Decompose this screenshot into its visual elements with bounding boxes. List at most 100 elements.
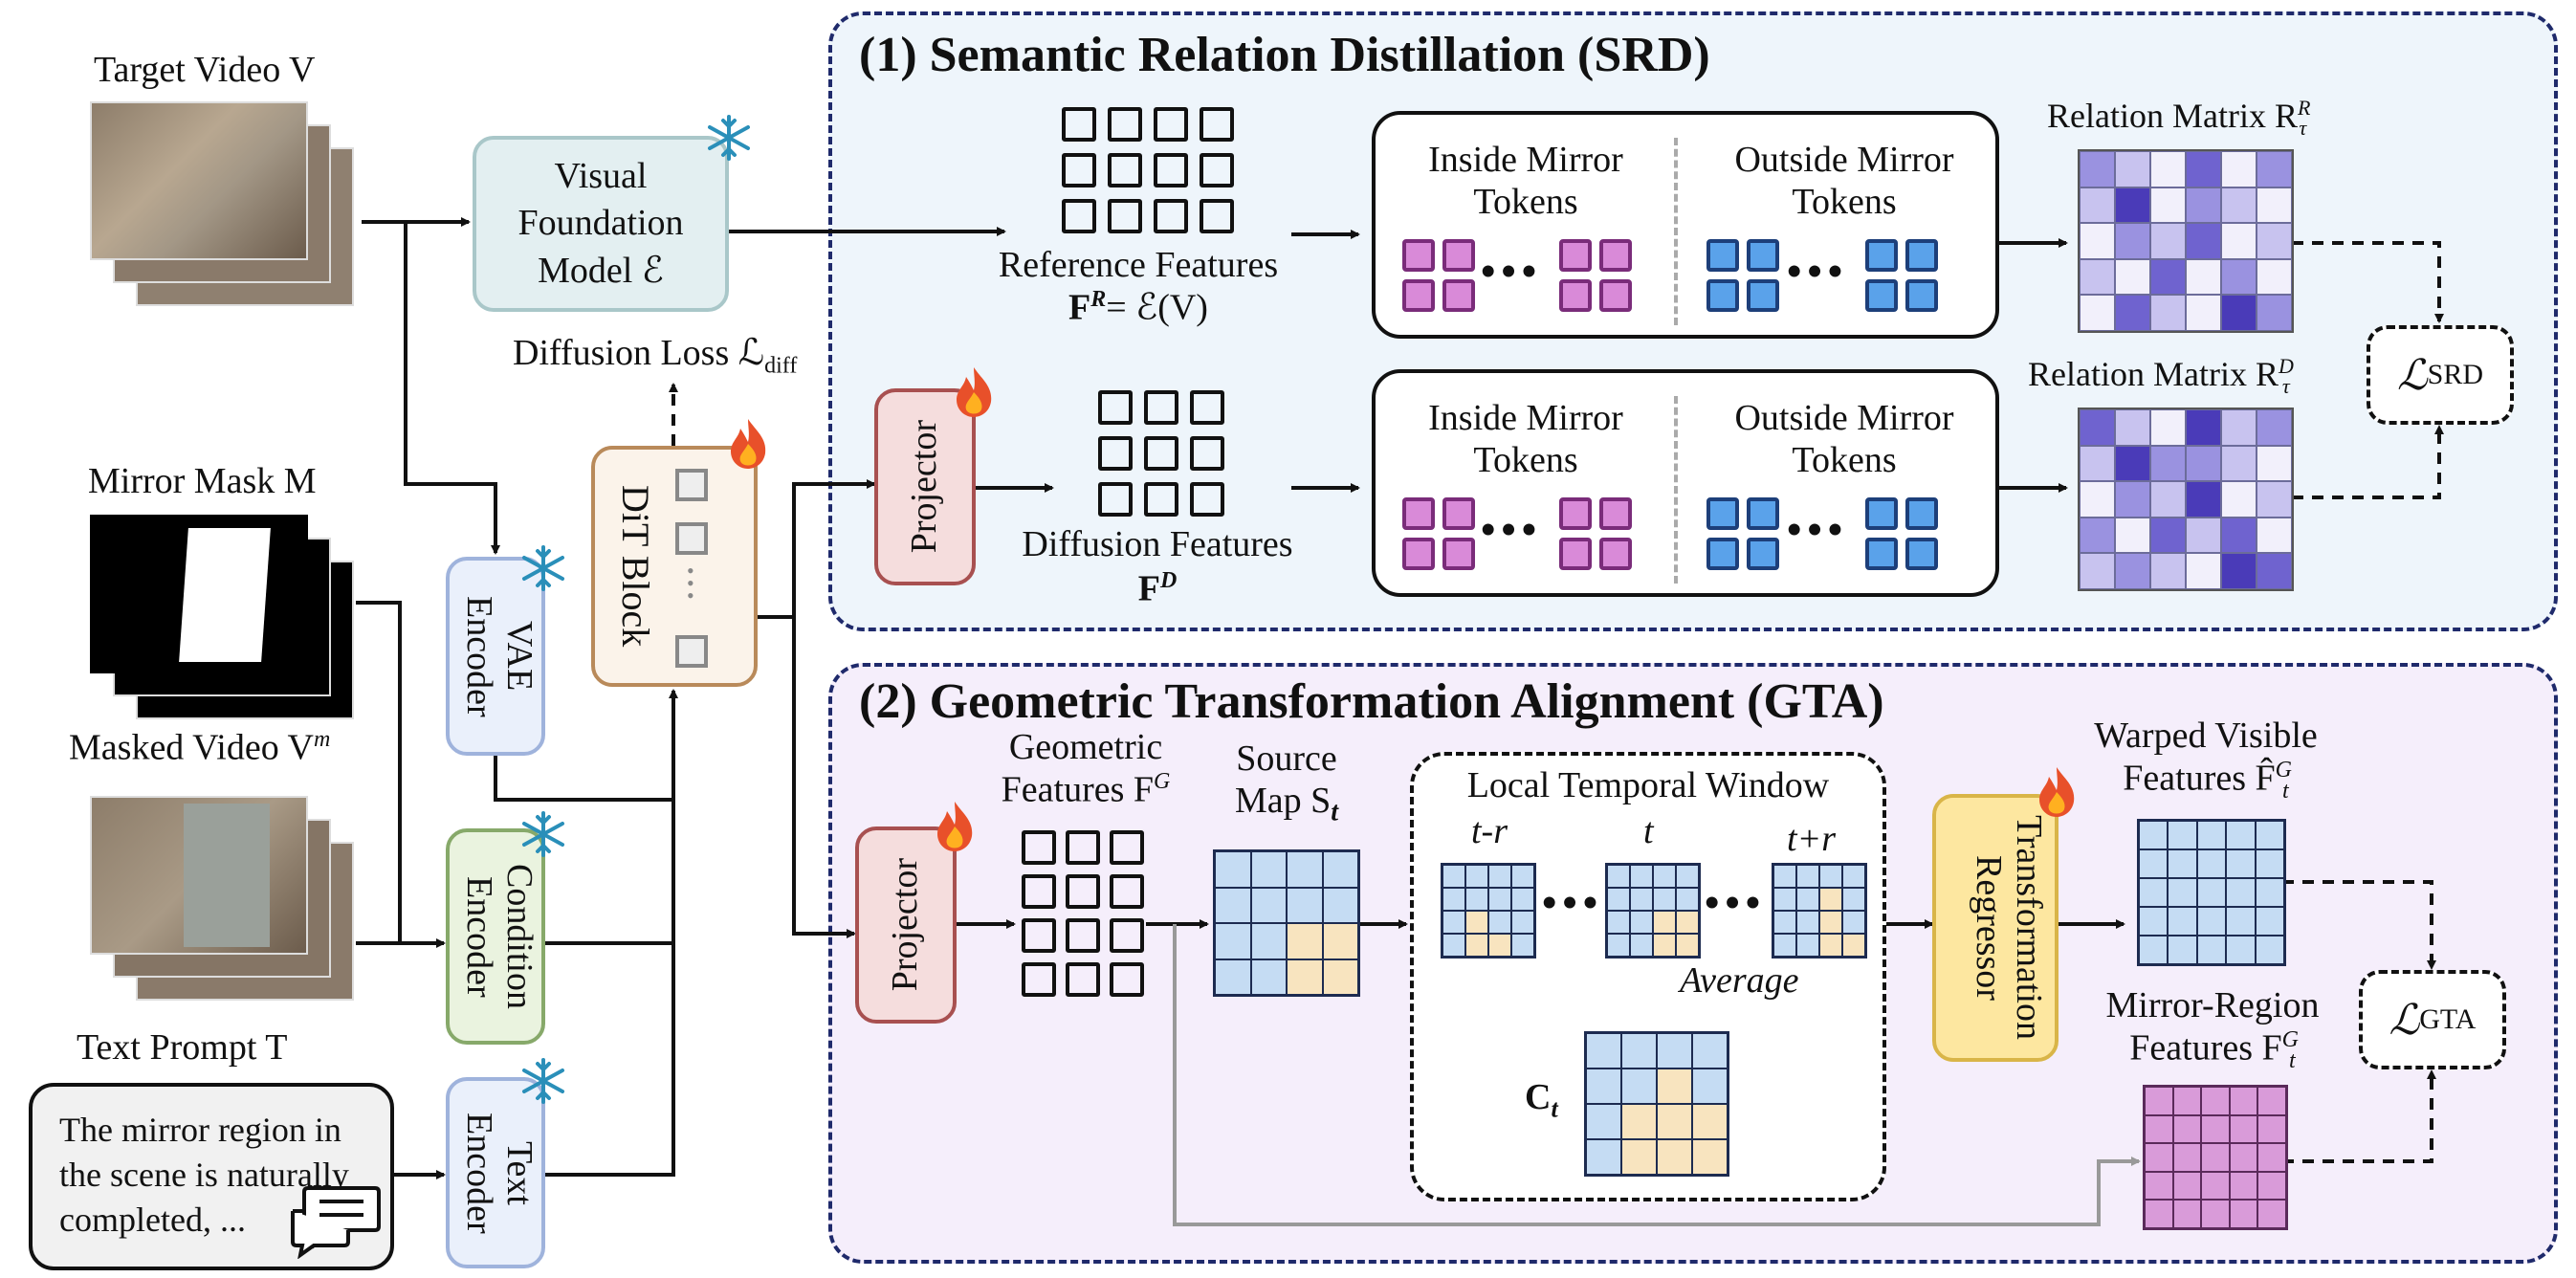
- local-temporal-window-label: Local Temporal Window: [1466, 765, 1830, 805]
- grid-cell: [2255, 878, 2284, 907]
- t-plus-r-label: t+r: [1787, 819, 1836, 859]
- grid-cell: [1692, 1069, 1728, 1104]
- matrix-cell: [2257, 553, 2292, 589]
- masked-region: [184, 804, 270, 947]
- grid-cell: [1250, 887, 1287, 923]
- grid-cell: [1842, 865, 1865, 888]
- grid-cell: [2172, 1114, 2202, 1144]
- target-video-frame-1: [90, 101, 308, 260]
- grid-cell: [1692, 1104, 1728, 1139]
- visual-foundation-model-label: Visual Foundation Model ℰ: [517, 155, 684, 291]
- grid-cell: [1488, 865, 1511, 888]
- vae-encoder-label: VAE Encoder: [459, 595, 539, 717]
- matrix-cell: [2186, 553, 2221, 589]
- grid-cell: [2168, 907, 2197, 936]
- matrix-cell: [2257, 223, 2292, 259]
- grid-cell: [1657, 1104, 1692, 1139]
- grid-cell: [2201, 1171, 2230, 1201]
- matrix-cell: [2080, 517, 2115, 554]
- masked-video-frame-1: [90, 796, 308, 955]
- matrix-cell: [2186, 445, 2221, 482]
- transformation-regressor-box: Transformation Regressor: [1932, 794, 2059, 1062]
- grid-cell: [2145, 1087, 2173, 1115]
- grid-cell: [1819, 865, 1842, 888]
- grid-cell: [1250, 851, 1287, 888]
- visual-foundation-model-box: Visual Foundation Model ℰ: [473, 136, 729, 312]
- token-divider-2: [1674, 396, 1678, 584]
- grid-cell: [1653, 911, 1676, 934]
- grid-cell: [2255, 907, 2284, 936]
- text-prompt-label: Text Prompt T: [77, 1027, 288, 1068]
- grid-cell: [2255, 849, 2284, 878]
- grid-cell: [2145, 1200, 2173, 1228]
- matrix-cell: [2150, 553, 2186, 589]
- diffusion-features-formula: FD: [1137, 568, 1178, 609]
- grid-cell: [1773, 865, 1796, 888]
- text-prompt-content: The mirror region in the scene is natura…: [59, 1111, 349, 1239]
- diffusion-loss-label: Diffusion Loss ℒdiff: [513, 333, 798, 379]
- grid-cell: [2257, 1171, 2286, 1201]
- fire-icon: [957, 367, 992, 417]
- matrix-cell: [2080, 258, 2115, 296]
- grid-cell: [1511, 888, 1534, 911]
- grid-cell: [2229, 1087, 2258, 1115]
- grid-cell: [1586, 1033, 1621, 1069]
- grid-cell: [1819, 911, 1842, 934]
- grid-cell: [1773, 911, 1796, 934]
- grid-cell: [1586, 1139, 1621, 1175]
- window-map-t-plus-r: [1772, 863, 1867, 958]
- dit-block-box: DiT Block: [591, 446, 758, 687]
- matrix-cell: [2221, 151, 2257, 187]
- outside-mirror-tokens-label-2: Outside Mirror Tokens: [1734, 398, 1954, 480]
- grid-cell: [2226, 878, 2256, 907]
- geometric-features-label: Geometric Features FG: [1001, 727, 1171, 810]
- matrix-cell: [2186, 151, 2221, 187]
- outside-ellipsis-1: •••: [1787, 248, 1849, 295]
- target-video-label: Target Video V: [94, 50, 316, 90]
- reference-features-label: Reference Features: [998, 245, 1279, 285]
- matrix-cell: [2186, 517, 2221, 554]
- grid-cell: [2139, 907, 2169, 936]
- grid-cell: [1621, 1069, 1657, 1104]
- outside-tokens-2b: [1865, 497, 1938, 570]
- fire-icon: [937, 802, 973, 851]
- grid-cell: [2257, 1087, 2286, 1115]
- grid-cell: [1586, 1104, 1621, 1139]
- grid-cell: [1322, 851, 1358, 888]
- grid-cell: [2255, 821, 2284, 849]
- matrix-cell: [2257, 295, 2292, 331]
- grid-cell: [1488, 888, 1511, 911]
- grid-cell: [2229, 1143, 2258, 1172]
- matrix-cell: [2115, 223, 2150, 259]
- grid-cell: [1842, 934, 1865, 957]
- matrix-cell: [2115, 517, 2150, 554]
- grid-cell: [2196, 936, 2227, 964]
- grid-cell: [2168, 821, 2197, 849]
- source-map-grid: [1213, 849, 1360, 997]
- grid-cell: [1250, 923, 1287, 959]
- grid-cell: [1287, 958, 1323, 995]
- matrix-cell: [2186, 258, 2221, 296]
- grid-cell: [1676, 911, 1699, 934]
- projector-srd-box: Projector: [874, 388, 976, 585]
- grid-cell: [1322, 923, 1358, 959]
- window-map-t-minus-r: [1441, 863, 1536, 958]
- grid-cell: [2257, 1143, 2286, 1172]
- matrix-cell: [2150, 481, 2186, 518]
- condition-encoder-box: Condition Encoder: [446, 828, 545, 1045]
- grid-cell: [1819, 934, 1842, 957]
- inside-mirror-tokens-label-1: Inside Mirror Tokens: [1428, 140, 1623, 222]
- grid-cell: [1465, 911, 1488, 934]
- grid-cell: [2196, 878, 2227, 907]
- matrix-cell: [2150, 187, 2186, 224]
- transformation-regressor-label: Transformation Regressor: [1969, 815, 2049, 1041]
- inside-tokens-2: [1402, 497, 1475, 570]
- grid-cell: [2172, 1087, 2202, 1115]
- matrix-cell: [2115, 187, 2150, 224]
- grid-cell: [1465, 865, 1488, 888]
- grid-cell: [1657, 1069, 1692, 1104]
- grid-cell: [2145, 1114, 2173, 1144]
- grid-cell: [2196, 849, 2227, 878]
- matrix-cell: [2221, 295, 2257, 331]
